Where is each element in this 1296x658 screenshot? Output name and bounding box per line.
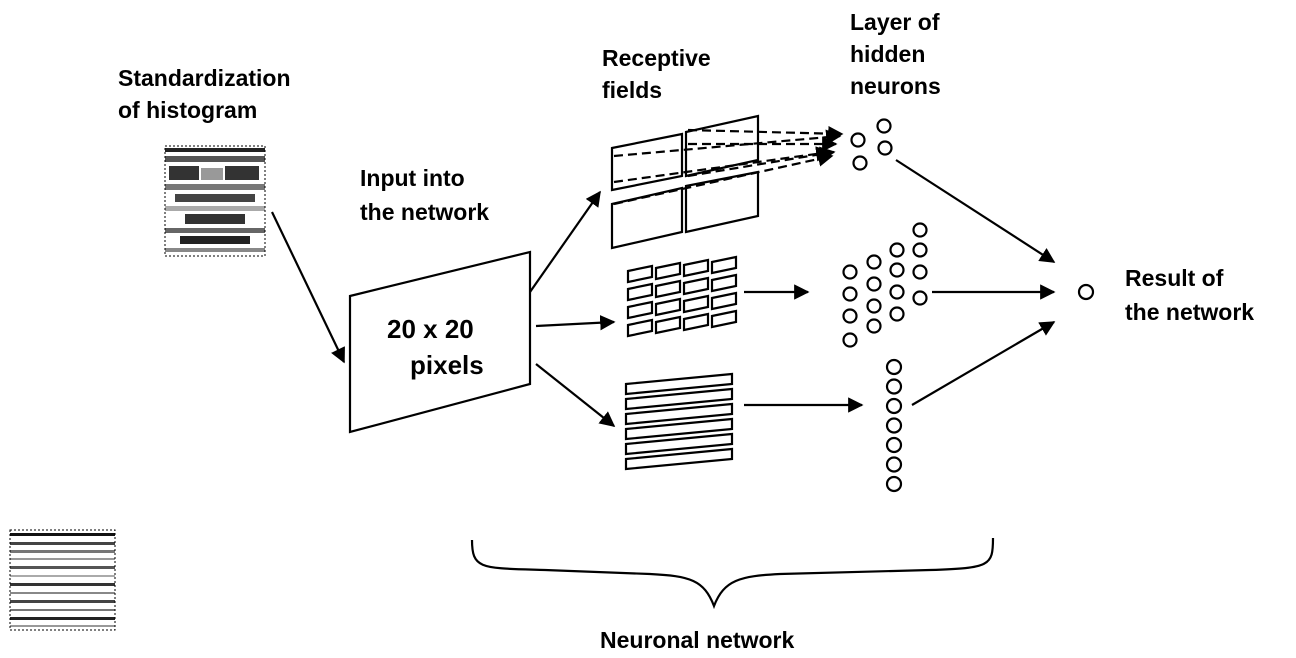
grid-receptive-field <box>682 312 710 332</box>
network-caption: Neuronal network <box>600 627 794 653</box>
standardization-label-line1: Standardization <box>118 65 291 91</box>
receptive-fields-stripes <box>624 372 734 471</box>
network-brace <box>470 537 995 610</box>
input-label-line1: Input into <box>360 165 465 191</box>
hidden-neuron <box>885 358 903 376</box>
receptive-fields-grid <box>626 255 738 338</box>
face-thumbnail-small <box>9 529 116 631</box>
stripe-receptive-field <box>624 372 734 396</box>
arrow-hidden1-to-output <box>895 159 1056 263</box>
grid-receptive-field <box>710 273 738 293</box>
hidden-neuron <box>912 264 928 280</box>
hidden-neuron <box>842 308 858 324</box>
hidden-neuron <box>889 242 905 258</box>
hidden-neuron <box>877 140 893 156</box>
grid-receptive-field <box>710 309 738 329</box>
hidden-neuron <box>889 284 905 300</box>
arrow-hidden3-to-output <box>911 321 1056 406</box>
hidden-neuron <box>912 242 928 258</box>
hidden-neuron <box>842 332 858 348</box>
arrow-input-to-stripes <box>535 363 616 427</box>
grid-receptive-field <box>682 294 710 314</box>
hidden-neuron <box>889 306 905 322</box>
hidden-neuron <box>850 132 866 148</box>
stripe-receptive-field <box>624 432 734 456</box>
quadrant-top-left <box>610 132 684 192</box>
receptive-fields-label-line2: fields <box>602 77 662 103</box>
standardization-label-line2: of histogram <box>118 97 257 123</box>
grid-receptive-field <box>682 258 710 278</box>
arrow-input-to-grid <box>535 315 616 331</box>
grid-receptive-field <box>710 255 738 275</box>
hidden-neuron <box>876 118 892 134</box>
receptive-fields-label-line1: Receptive <box>602 45 711 71</box>
hidden-neuron <box>842 264 858 280</box>
stripe-receptive-field <box>624 387 734 411</box>
output-neuron <box>1077 283 1095 301</box>
stripe-receptive-field <box>624 417 734 441</box>
hidden-neuron <box>842 286 858 302</box>
hidden-neuron <box>866 276 882 292</box>
input-image-plane <box>348 250 532 434</box>
stripe-receptive-field <box>624 447 734 471</box>
grid-receptive-field <box>654 279 682 299</box>
hidden-neuron <box>885 436 903 454</box>
grid-receptive-field <box>626 300 654 320</box>
arrow-input-to-quadrants <box>529 190 601 293</box>
hidden-neuron <box>885 397 903 415</box>
hidden-neuron <box>866 254 882 270</box>
grid-receptive-field <box>654 261 682 281</box>
grid-receptive-field <box>654 315 682 335</box>
hidden-neuron <box>852 155 868 171</box>
pixels-label-line2: pixels <box>410 350 484 380</box>
hidden-neuron <box>885 417 903 434</box>
quadrant-top-right <box>684 114 760 178</box>
quadrant-bottom-right <box>684 170 760 234</box>
result-label-line1: Result of <box>1125 265 1224 291</box>
hidden-neuron <box>866 318 882 334</box>
stripe-receptive-field <box>624 402 734 426</box>
hidden-neuron <box>889 262 905 278</box>
hidden-layer-label-line1: Layer of <box>850 9 940 35</box>
pixels-label-line1: 20 x 20 <box>387 314 474 344</box>
input-label-line2: the network <box>360 199 489 225</box>
hidden-neuron <box>885 475 903 493</box>
hidden-neurons-group-1 <box>850 118 893 171</box>
hidden-neuron <box>866 298 882 314</box>
hidden-neurons-group-2 <box>842 222 928 348</box>
grid-receptive-field <box>682 276 710 296</box>
result-label-line2: the network <box>1125 299 1254 325</box>
hidden-neuron <box>912 290 928 306</box>
hidden-neuron <box>885 378 903 395</box>
grid-receptive-field <box>626 264 654 284</box>
grid-receptive-field <box>710 291 738 311</box>
face-thumbnail-standardized <box>164 145 266 257</box>
grid-receptive-field <box>654 297 682 317</box>
arrow-face-to-input <box>271 211 345 364</box>
hidden-neuron <box>912 222 928 238</box>
hidden-layer-label-line2: hidden <box>850 41 925 67</box>
hidden-neurons-group-3 <box>885 358 903 493</box>
hidden-layer-label-line3: neurons <box>850 73 941 99</box>
receptive-fields-quadrants <box>610 114 760 250</box>
dashed-connections <box>613 125 844 206</box>
hidden-neuron <box>885 456 903 473</box>
grid-receptive-field <box>626 318 654 338</box>
grid-receptive-field <box>626 282 654 302</box>
